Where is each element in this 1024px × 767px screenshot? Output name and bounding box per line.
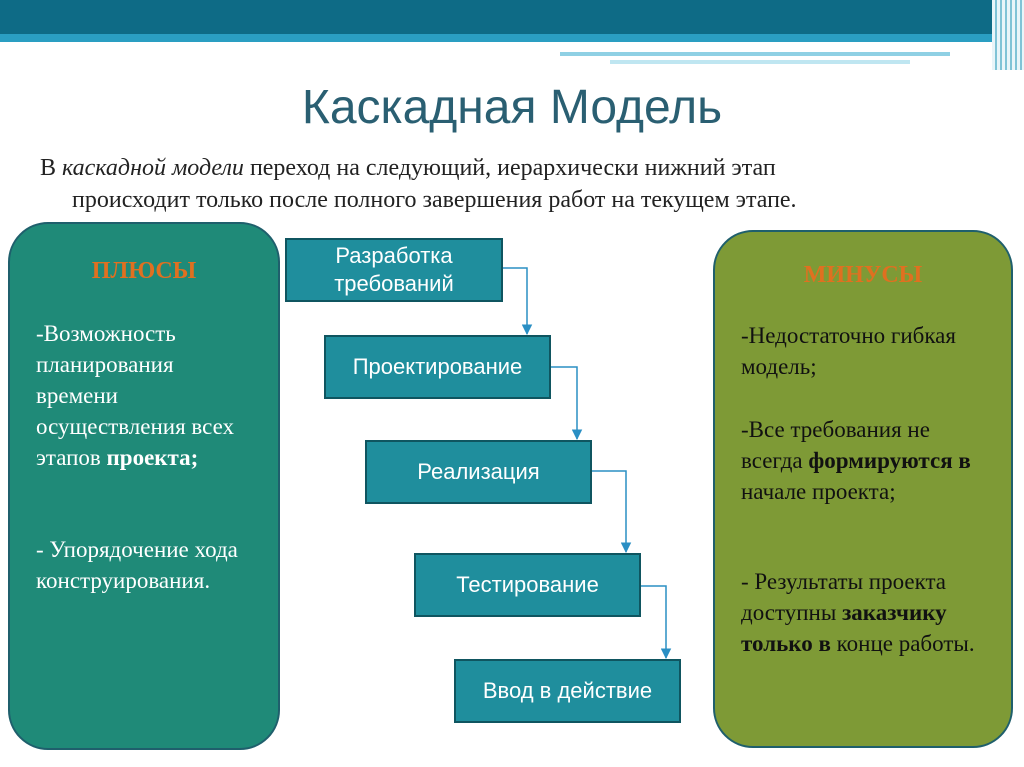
cons-item-3-bold: заказчику только в [741,600,947,656]
step-testing: Тестирование [414,553,641,617]
top-banner [0,0,1024,40]
cons-item-2-text: -Все требования не всегда [741,417,930,473]
pros-item-1-text: -Возможность планирования времени осущес… [36,321,235,470]
cons-panel: МИНУСЫ -Недостаточно гибкая модель; -Все… [713,230,1013,748]
decor-line [610,60,910,64]
arrow-1 [502,267,533,336]
pros-heading: ПЛЮСЫ [91,258,197,284]
step-design: Проектирование [324,335,551,399]
cons-item-3-text: - Результаты проекта доступны [741,569,946,625]
cons-item-2-end: начале проекта; [741,479,896,504]
slide-title: Каскадная Модель [301,81,723,134]
cons-item-2: -Все требования не всегда формируются в … [741,414,993,507]
top-banner-accent [0,34,1000,42]
intro-line2: происходит только после полного завершен… [72,187,797,213]
pros-panel: ПЛЮСЫ -Возможность планирования времени … [8,222,280,750]
cons-item-2-bold: формируются в [808,448,971,473]
pros-item-1: -Возможность планирования времени осущес… [36,318,260,473]
step-deployment: Ввод в действие [454,659,681,723]
step-requirements: Разработка требований [285,238,503,302]
arrow-4 [640,585,672,660]
pros-item-1-bold: проекта; [106,445,199,470]
intro-italic: каскадной модели [62,155,244,181]
cons-heading: МИНУСЫ [803,262,923,288]
intro-prefix: В [40,155,63,181]
arrow-3 [591,470,632,554]
decor-line [560,52,950,56]
step-implementation: Реализация [365,440,592,504]
intro-rest: переход на следующий, иерархически нижни… [243,155,776,181]
pros-item-2: - Упорядочение хода конструирования. [36,537,238,593]
arrow-2 [550,366,583,441]
cons-item-1: -Недостаточно гибкая модель; [741,323,956,379]
decor-stripes [992,0,1024,70]
intro-text: В каскадной модели переход на следующий,… [40,152,980,216]
cons-item-3-end: конце работы. [836,631,975,656]
cons-item-3: - Результаты проекта доступны заказчику … [741,566,993,659]
